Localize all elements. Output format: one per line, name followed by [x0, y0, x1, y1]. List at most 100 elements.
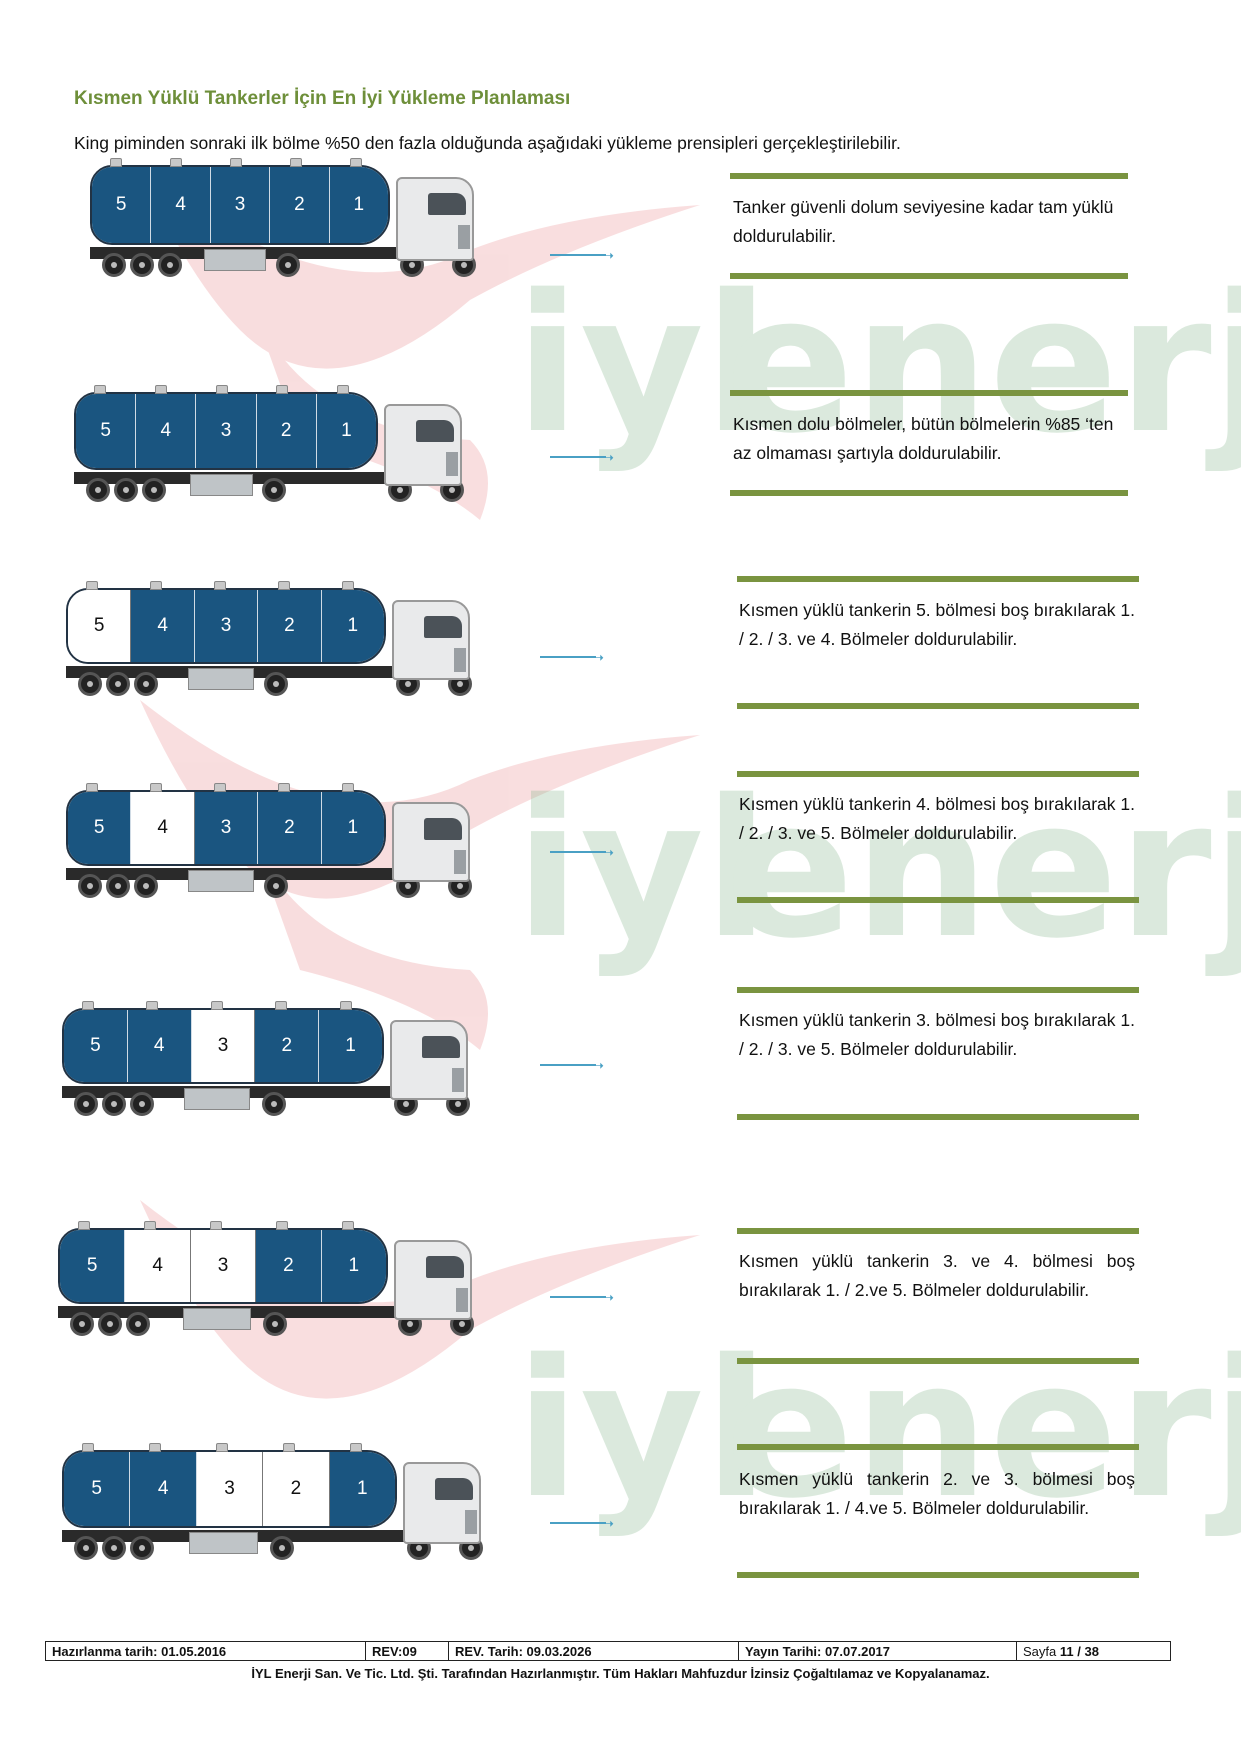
footer-revision: REV:09: [366, 1642, 449, 1660]
arrow-head: ➝: [602, 449, 614, 465]
description-top-rule: [737, 987, 1139, 993]
tank-compartment-3-full: 3: [194, 792, 259, 864]
wheel: [264, 874, 288, 898]
right-arrow-icon: ➝: [550, 845, 614, 859]
tank-hatch: [146, 1001, 158, 1010]
wheel: [130, 1536, 154, 1560]
truck-cab: [392, 802, 470, 882]
tank-hatch: [216, 385, 228, 394]
tank-compartment-2-full: 2: [255, 1010, 320, 1082]
wheel: [270, 1536, 294, 1560]
description-top-rule: [730, 390, 1128, 396]
tank-hatch: [276, 1221, 288, 1230]
tank-compartment-4-full: 4: [127, 1010, 192, 1082]
arrow-head: ➝: [592, 1057, 604, 1073]
cab-grill: [465, 1510, 477, 1534]
scenario-description: Kısmen yüklü tankerin 3. ve 4. bölmesi b…: [739, 1251, 1135, 1300]
tank-hatch: [283, 1443, 295, 1452]
tank-hatch: [342, 1221, 354, 1230]
description-top-rule: [737, 771, 1139, 777]
scenario-description: Kısmen yüklü tankerin 3. bölmesi boş bır…: [739, 1010, 1135, 1059]
trailer-chassis: [74, 472, 438, 484]
cab-grill: [452, 1068, 464, 1092]
wheel: [134, 874, 158, 898]
description-top-rule: [737, 1444, 1139, 1450]
arrow-head: ➝: [602, 844, 614, 860]
description-bottom-rule: [730, 273, 1128, 279]
scenario-description: Kısmen dolu bölmeler, bütün bölmelerin %…: [733, 414, 1114, 463]
tank-compartment-5-full: 5: [92, 167, 152, 243]
tank-compartment-5-full: 5: [64, 1010, 128, 1082]
description-bottom-rule: [737, 1114, 1139, 1120]
storage-box: [189, 1532, 258, 1554]
wheel: [98, 1312, 122, 1336]
tank-compartment-4-empty: 4: [125, 1230, 191, 1302]
tank-hatch: [350, 158, 362, 167]
tank-compartment-1-full: 1: [329, 1452, 395, 1526]
tank-compartment-2-full: 2: [258, 590, 322, 662]
tank-compartment-3-empty: 3: [196, 1452, 264, 1526]
wheel: [78, 672, 102, 696]
tank-compartment-4-full: 4: [136, 394, 197, 468]
tank-compartment-1-full: 1: [329, 167, 388, 243]
trailer-chassis: [62, 1086, 444, 1098]
footer-page-number: Sayfa 11 / 38: [1017, 1642, 1170, 1660]
tank-hatch: [210, 1221, 222, 1230]
right-arrow-icon: ➝: [550, 248, 614, 262]
footer-page-separator: /: [1077, 1644, 1081, 1659]
footer-page-total: 38: [1084, 1644, 1099, 1659]
wheel: [102, 253, 126, 277]
arrow-head: ➝: [602, 247, 614, 263]
wheel: [262, 478, 286, 502]
wheel: [134, 672, 158, 696]
wheel: [263, 1312, 287, 1336]
wheel: [102, 1536, 126, 1560]
tank-hatch: [94, 385, 106, 394]
tank-hatch: [144, 1221, 156, 1230]
footer-page-label: Sayfa: [1023, 1644, 1057, 1659]
tank-hatch: [278, 783, 290, 792]
truck-cab: [403, 1462, 481, 1544]
wheel: [130, 253, 154, 277]
tank-compartment-1-full: 1: [321, 590, 384, 662]
arrow-shaft: [540, 656, 596, 658]
footer-publish-date: Yayın Tarihi: 07.07.2017: [739, 1642, 1017, 1660]
description-top-rule: [737, 576, 1139, 582]
storage-box: [190, 474, 253, 496]
tank-compartment-1-full: 1: [319, 1010, 382, 1082]
tank-hatch: [149, 1443, 161, 1452]
tank-hatch: [214, 783, 226, 792]
tank-hatch: [211, 1001, 223, 1010]
cab-window: [416, 420, 454, 442]
tank-hatch: [155, 385, 167, 394]
tank-hatch: [340, 1001, 352, 1010]
tank-compartment-4-full: 4: [130, 1452, 197, 1526]
description-top-rule: [730, 173, 1128, 179]
storage-box: [188, 668, 254, 690]
wheel: [276, 253, 300, 277]
cab-grill: [454, 850, 466, 874]
tank-hatch: [78, 1221, 90, 1230]
footer-copyright: İYL Enerji San. Ve Tic. Ltd. Şti. Tarafı…: [251, 1666, 990, 1681]
right-arrow-icon: ➝: [540, 650, 604, 664]
arrow-shaft: [550, 456, 606, 458]
footer-prepared-date: Hazırlanma tarih: 01.05.2016: [46, 1642, 366, 1660]
arrow-shaft: [550, 254, 606, 256]
cab-window: [428, 193, 466, 215]
trailer-chassis: [62, 1530, 457, 1542]
tank-compartment-2-full: 2: [270, 167, 330, 243]
right-arrow-icon: ➝: [550, 450, 614, 464]
truck-cab: [396, 177, 474, 261]
truck-cab: [394, 1240, 472, 1320]
tank-compartment-5-full: 5: [64, 1452, 131, 1526]
tank-compartment-3-full: 3: [196, 394, 257, 468]
tank-hatch: [276, 385, 288, 394]
truck-cab: [392, 600, 470, 680]
tank-hatch: [337, 385, 349, 394]
tank-hatch: [230, 158, 242, 167]
